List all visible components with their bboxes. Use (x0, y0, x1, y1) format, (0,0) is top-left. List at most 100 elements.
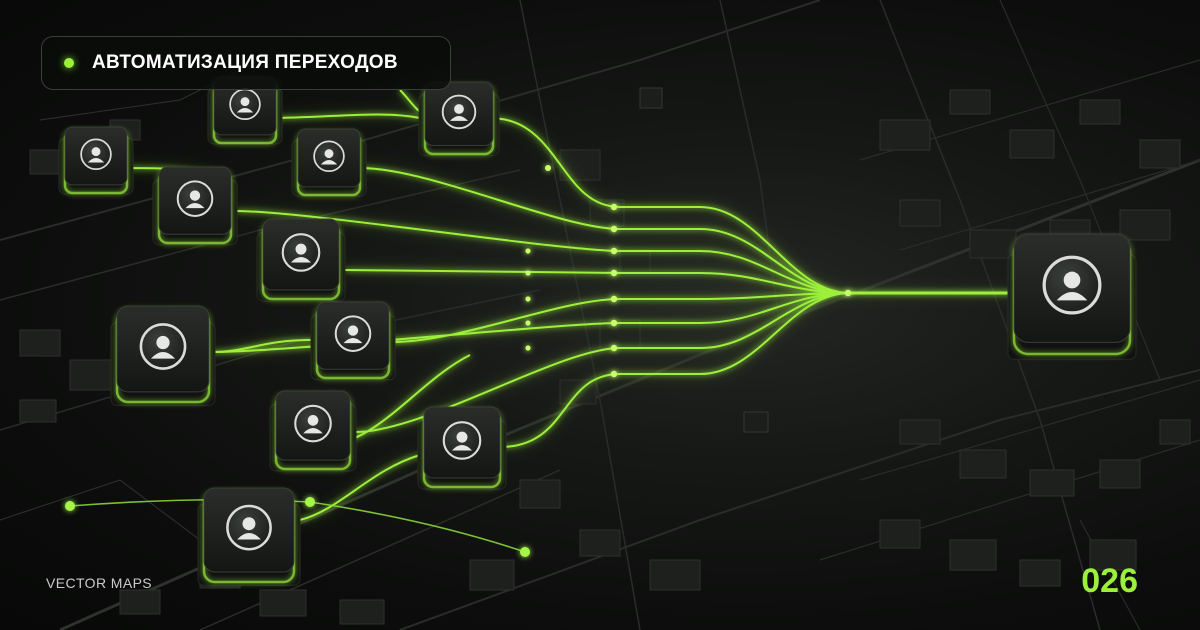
wire-dot (610, 370, 618, 378)
map-blocks (19, 89, 1191, 625)
node-tile (269, 390, 357, 472)
user-icon-body (150, 352, 176, 359)
title-pill: АВТОМАТИЗАЦИЯ ПЕРЕХОДОВ (41, 36, 451, 90)
connection-wire (489, 117, 851, 294)
node-tile (417, 406, 507, 490)
user-icon-body (451, 445, 473, 451)
node-tile (310, 301, 396, 381)
wire-dot (525, 270, 531, 276)
node-tile (58, 126, 134, 195)
user-icon-body (237, 533, 261, 540)
map-block (259, 589, 307, 617)
user-icon-head (91, 147, 101, 157)
wire-dot (525, 248, 531, 254)
connection-wire (391, 292, 851, 343)
node-tile (197, 487, 301, 586)
wire-dot (610, 295, 618, 303)
landmark-block (743, 411, 769, 433)
issue-number: 026 (1081, 562, 1138, 600)
landmark-block (639, 87, 663, 109)
map-road (0, 479, 201, 541)
route-point (520, 547, 530, 557)
map-block (879, 519, 921, 549)
wire-dot (610, 225, 618, 233)
user-icon-body (87, 158, 105, 163)
map-block (899, 199, 941, 227)
map-road (519, 0, 641, 630)
map-block (969, 229, 1017, 259)
map-landmarks (639, 87, 769, 433)
map-road (399, 369, 1200, 630)
wire-dot (525, 320, 531, 326)
dot-icon (64, 58, 74, 68)
connection-wire (235, 210, 851, 294)
map-road (819, 439, 1200, 561)
user-icon-body (1056, 292, 1088, 301)
user-icon-head (456, 431, 468, 443)
user-icon-head (1063, 271, 1081, 289)
map-block (1099, 459, 1141, 489)
wire-dot (844, 289, 852, 297)
node-tile (418, 81, 500, 156)
map-block (1029, 469, 1075, 497)
user-icon-head (189, 190, 201, 201)
route-point (65, 501, 75, 511)
map-block (959, 449, 1007, 479)
user-icon-head (454, 104, 464, 114)
map-block (899, 419, 941, 445)
map-block (1019, 559, 1061, 587)
connection-wire (299, 454, 421, 521)
wire-glow (214, 290, 851, 355)
connection-wire (499, 292, 851, 448)
wire-dot (525, 296, 531, 302)
wire-dot (610, 319, 618, 327)
hub-node (1007, 233, 1137, 360)
wire-dot (610, 203, 618, 211)
user-icon-body (185, 203, 205, 209)
map-block (339, 599, 385, 625)
wire-dot (545, 165, 551, 171)
map-block (19, 329, 61, 357)
map-block (1089, 539, 1137, 571)
node-tile (256, 218, 346, 302)
user-icon-head (324, 149, 334, 159)
node-tile (291, 128, 367, 197)
user-icon-head (307, 415, 319, 426)
user-icon-body (236, 108, 254, 113)
user-icon-head (295, 243, 307, 255)
user-icon-body (290, 257, 312, 263)
map-block (879, 119, 931, 151)
map-block (1119, 209, 1171, 241)
map-block (1159, 419, 1191, 445)
map-block (1079, 99, 1121, 125)
route-path (65, 497, 530, 557)
map-block (519, 479, 561, 509)
user-icon-body (303, 428, 323, 434)
map-block (949, 89, 991, 115)
map-block (949, 539, 997, 571)
page-title: АВТОМАТИЗАЦИЯ ПЕРЕХОДОВ (92, 52, 398, 73)
user-icon-body (343, 338, 363, 344)
wire-dot (610, 247, 618, 255)
user-icon-head (242, 517, 256, 531)
map-road (0, 169, 521, 301)
user-icon-body (450, 116, 468, 121)
connection-wire (209, 339, 313, 353)
connection-wire (214, 292, 851, 353)
route-point (305, 497, 315, 507)
user-icon-head (156, 335, 170, 350)
wire-dots (525, 165, 852, 378)
map-road (1079, 519, 1141, 630)
map-road (899, 159, 1200, 251)
map-block (1139, 139, 1181, 169)
map-block (119, 589, 161, 615)
map-road (859, 379, 1200, 481)
user-icon-body (320, 160, 338, 165)
connection-wire (269, 113, 421, 119)
user-icon-head (240, 97, 250, 107)
map-block (1009, 129, 1055, 159)
wire-dot (610, 344, 618, 352)
nodes (58, 76, 1137, 586)
